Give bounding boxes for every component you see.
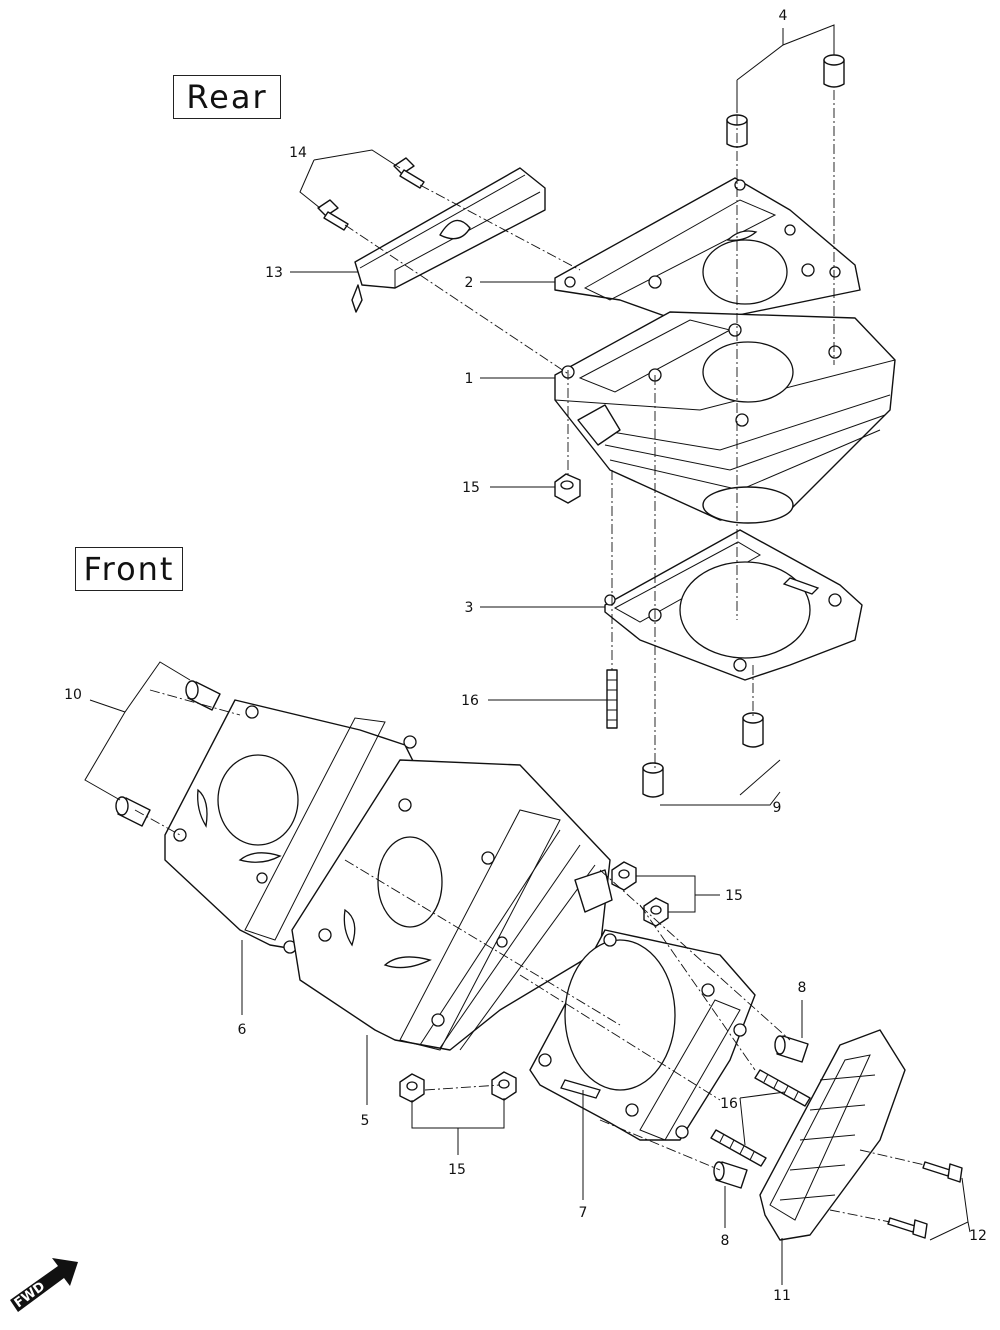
leader-lines	[84, 24, 971, 1285]
stud-front-lower	[710, 1129, 767, 1167]
dowel-pin-9-right	[742, 712, 764, 748]
nut-front-4	[491, 1071, 517, 1101]
callout-14: 14	[289, 145, 307, 161]
callout-16-rear: 16	[461, 693, 479, 709]
callout-3: 3	[465, 600, 474, 616]
callout-6: 6	[238, 1022, 247, 1038]
dowel-pin-10-upper	[185, 680, 221, 711]
stud-rear	[606, 669, 618, 729]
front-section-label: Front	[75, 547, 183, 591]
callout-13: 13	[265, 265, 283, 281]
bolt-front-lower	[887, 1217, 928, 1239]
callout-16-front: 16	[720, 1096, 738, 1112]
callout-8-lower: 8	[721, 1233, 730, 1249]
callout-2: 2	[465, 275, 474, 291]
callout-5: 5	[361, 1113, 370, 1129]
callout-1: 1	[465, 371, 474, 387]
rear-section-label: Rear	[173, 75, 281, 119]
nut-front-1	[611, 861, 637, 891]
dowel-pin-8-upper	[774, 1035, 809, 1063]
nut-front-2	[643, 897, 669, 927]
callout-7: 7	[579, 1205, 588, 1221]
dowel-pin-8-lower	[713, 1161, 748, 1189]
dowel-pin-rear-right	[823, 54, 845, 88]
callout-15-front-right: 15	[725, 888, 743, 904]
callout-10: 10	[64, 687, 82, 703]
nut-rear	[554, 473, 581, 504]
callout-8-upper: 8	[798, 980, 807, 996]
bolt-lower	[317, 199, 349, 231]
cylinder-block-front	[291, 759, 613, 1051]
fwd-arrow-icon: FWD	[10, 1258, 78, 1312]
callout-4: 4	[779, 8, 788, 24]
chain-guide-rear	[351, 167, 546, 313]
gasket-front-6	[164, 699, 421, 954]
callout-9: 9	[773, 800, 782, 816]
callout-15-front-bottom: 15	[448, 1162, 466, 1178]
callout-12: 12	[969, 1228, 987, 1244]
callout-15-rear: 15	[462, 480, 480, 496]
bolt-upper	[393, 157, 425, 189]
dowel-pin-9-left	[642, 762, 664, 798]
nut-front-3	[399, 1073, 425, 1103]
base-gasket-rear	[604, 529, 863, 681]
callout-11: 11	[773, 1288, 791, 1304]
base-gasket-front-7	[529, 929, 756, 1141]
bolt-front-upper	[922, 1161, 963, 1183]
dowel-pin-10-lower	[115, 796, 151, 827]
gasket-upper-rear	[554, 177, 861, 326]
stud-front-upper	[754, 1069, 811, 1107]
chain-guide-front	[759, 1029, 906, 1241]
cylinder-block-rear	[554, 311, 896, 524]
